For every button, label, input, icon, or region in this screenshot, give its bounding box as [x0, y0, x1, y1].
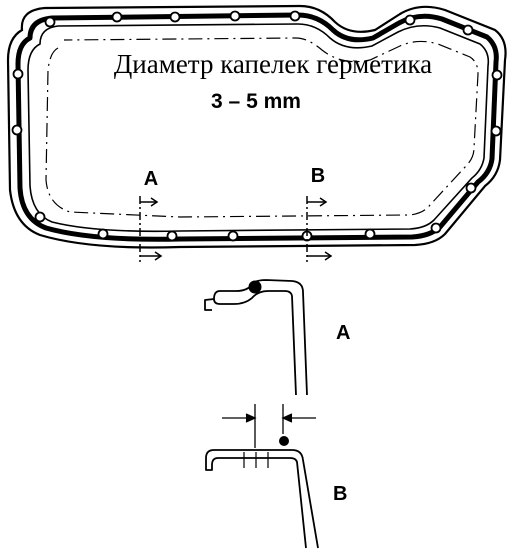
detail-a-cross-section: [204, 279, 308, 396]
bolt-hole: [166, 230, 178, 242]
diagram-caption: Диаметр капелек герметика: [114, 49, 432, 79]
detail-b-label: B: [333, 483, 347, 505]
bolt-hole: [12, 68, 24, 80]
bolt-holes: [11, 10, 503, 242]
bolt-hole: [227, 230, 239, 242]
detail-a-sealant-bead: [248, 280, 262, 294]
bead-diameter-label: 3 – 5 mm: [211, 90, 301, 113]
bolt-hole: [289, 10, 301, 22]
bolt-hole: [462, 24, 474, 36]
bolt-hole: [229, 10, 241, 22]
sealant-bead: [15, 12, 499, 242]
section-b-label: B: [311, 165, 325, 187]
bolt-hole: [97, 228, 109, 240]
section-a-cut-line: [139, 196, 163, 262]
bolt-hole: [169, 11, 181, 23]
pan-flange-outer: [6, 4, 507, 249]
detail-b-cross-section: [205, 449, 319, 549]
bolt-hole: [111, 11, 123, 23]
detail-b-sealant-bead: [279, 436, 289, 446]
detail-a-label: A: [336, 322, 350, 344]
bolt-hole: [11, 124, 23, 136]
bolt-hole: [491, 69, 503, 81]
bolt-hole: [364, 228, 376, 240]
bolt-hole: [465, 182, 477, 194]
bolt-hole: [430, 222, 442, 234]
bolt-hole: [34, 211, 46, 223]
section-a-label: A: [144, 168, 158, 190]
bolt-hole: [490, 125, 502, 137]
pan-body-dashed: [45, 37, 479, 218]
bolt-hole: [404, 14, 416, 26]
section-b-cut-line: [306, 196, 333, 262]
bolt-hole: [44, 16, 56, 28]
detail-b-dimension: [222, 404, 316, 448]
